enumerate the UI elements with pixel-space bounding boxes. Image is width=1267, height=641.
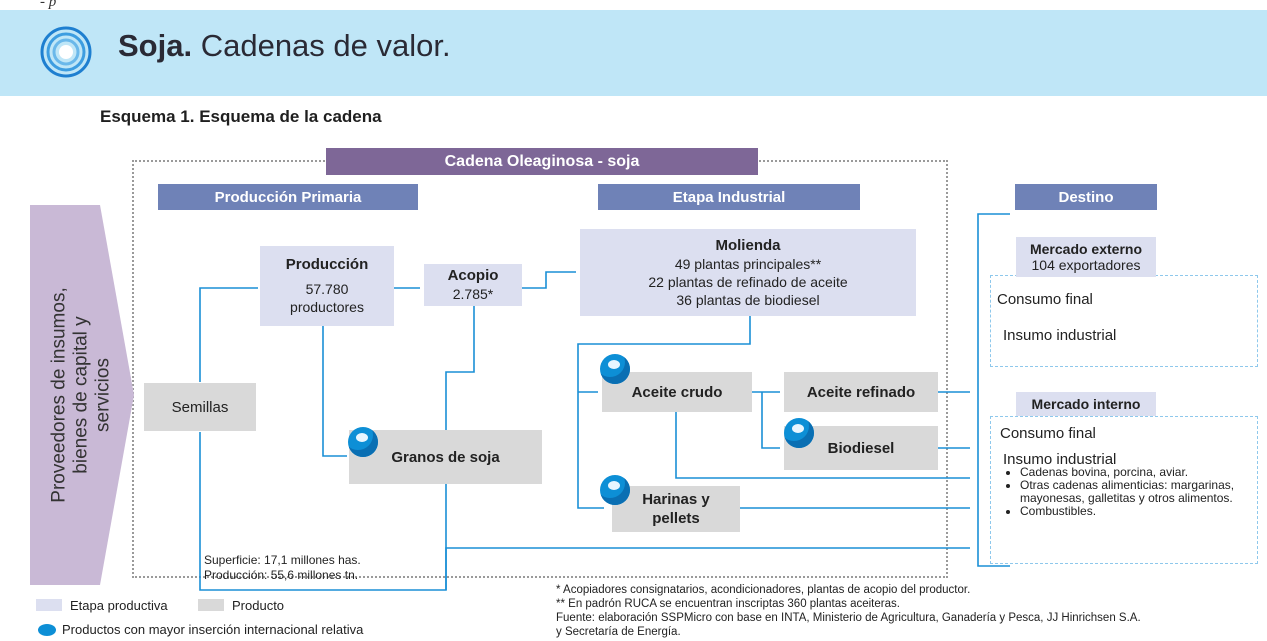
globe-icon xyxy=(784,418,814,448)
globe-icon xyxy=(600,354,630,384)
molienda-box: Molienda 49 plantas principales** 22 pla… xyxy=(580,229,916,316)
produccion-tn-text: Producción: 55,6 millones tn. xyxy=(204,568,359,582)
globe-icon xyxy=(38,624,56,636)
interno-title: Mercado interno xyxy=(1016,392,1156,416)
legend-producto-swatch xyxy=(198,599,224,611)
externo-consumo: Consumo final xyxy=(997,291,1093,308)
interno-consumo: Consumo final xyxy=(1000,425,1096,442)
externo-header: Mercado externo 104 exportadores xyxy=(1016,237,1156,277)
header-produccion-primaria: Producción Primaria xyxy=(158,184,418,210)
top-caption: - p xyxy=(40,0,57,10)
granos-box: Granos de soja xyxy=(349,430,542,484)
note-3: Fuente: elaboración SSPMicro con base en… xyxy=(556,612,1141,624)
acopio-box: Acopio 2.785* xyxy=(424,264,522,306)
legend-etapa-swatch xyxy=(36,599,62,611)
acopio-title: Acopio xyxy=(447,267,499,284)
externo-box xyxy=(990,275,1258,367)
note-2: ** En padrón RUCA se encuentran inscript… xyxy=(556,598,900,610)
diagram-subtitle: Esquema 1. Esquema de la cadena xyxy=(100,107,382,126)
produccion-stats: Superficie: 17,1 millones has. Producció… xyxy=(204,553,361,583)
harinas-box: Harinas y pellets xyxy=(612,486,740,532)
legend-etapa: Etapa productiva xyxy=(70,598,168,613)
bullet-item: Combustibles. xyxy=(1020,505,1267,518)
logo-icon xyxy=(40,26,92,78)
produccion-box: Producción 57.780 productores xyxy=(260,246,394,326)
globe-icon xyxy=(348,427,378,457)
note-1: * Acopiadores consignatarios, acondicion… xyxy=(556,584,971,596)
acopio-count: 2.785* xyxy=(452,286,494,302)
header-destino: Destino xyxy=(1015,184,1157,210)
molienda-line-2: 22 plantas de refinado de aceite xyxy=(648,273,848,290)
footnotes: * Acopiadores consignatarios, acondicion… xyxy=(556,583,1141,639)
aceite-crudo-box: Aceite crudo xyxy=(602,372,752,412)
harinas-line-1: Harinas y xyxy=(642,491,710,508)
externo-sub: 104 exportadores xyxy=(1031,257,1141,273)
bullet-item: Cadenas bovina, porcina, aviar. xyxy=(1020,466,1267,479)
externo-title: Mercado externo xyxy=(1029,241,1143,257)
semillas-box: Semillas xyxy=(144,383,256,431)
externo-insumo: Insumo industrial xyxy=(1003,327,1117,344)
produccion-count: 57.780 xyxy=(305,281,349,297)
interno-box xyxy=(990,416,1258,564)
header-etapa-industrial: Etapa Industrial xyxy=(598,184,860,210)
superficie-text: Superficie: 17,1 millones has. xyxy=(204,553,361,567)
chain-header: Cadena Oleaginosa - soja xyxy=(326,148,758,175)
proveedores-arrow xyxy=(30,205,134,585)
produccion-title: Producción xyxy=(285,256,369,273)
title-banner xyxy=(0,10,1267,96)
note-4: y Secretaría de Energía. xyxy=(556,626,681,638)
bullet-item: Otras cadenas alimenticias: margarinas, … xyxy=(1020,479,1267,505)
interno-insumo: Insumo industrial xyxy=(1003,451,1117,468)
legend-globo: Productos con mayor inserción internacio… xyxy=(62,622,364,637)
aceite-refinado-box: Aceite refinado xyxy=(784,372,938,412)
harinas-line-2: pellets xyxy=(652,510,700,527)
molienda-line-3: 36 plantas de biodiesel xyxy=(676,291,820,308)
globe-icon xyxy=(600,475,630,505)
produccion-sub: productores xyxy=(290,299,364,315)
page-title: Soja. Cadenas de valor. xyxy=(118,28,451,63)
molienda-title: Molienda xyxy=(715,236,781,254)
legend-producto: Producto xyxy=(232,598,285,613)
interno-bullets: Cadenas bovina, porcina, aviar. Otras ca… xyxy=(996,466,1267,518)
molienda-line-1: 49 plantas principales** xyxy=(674,255,822,272)
